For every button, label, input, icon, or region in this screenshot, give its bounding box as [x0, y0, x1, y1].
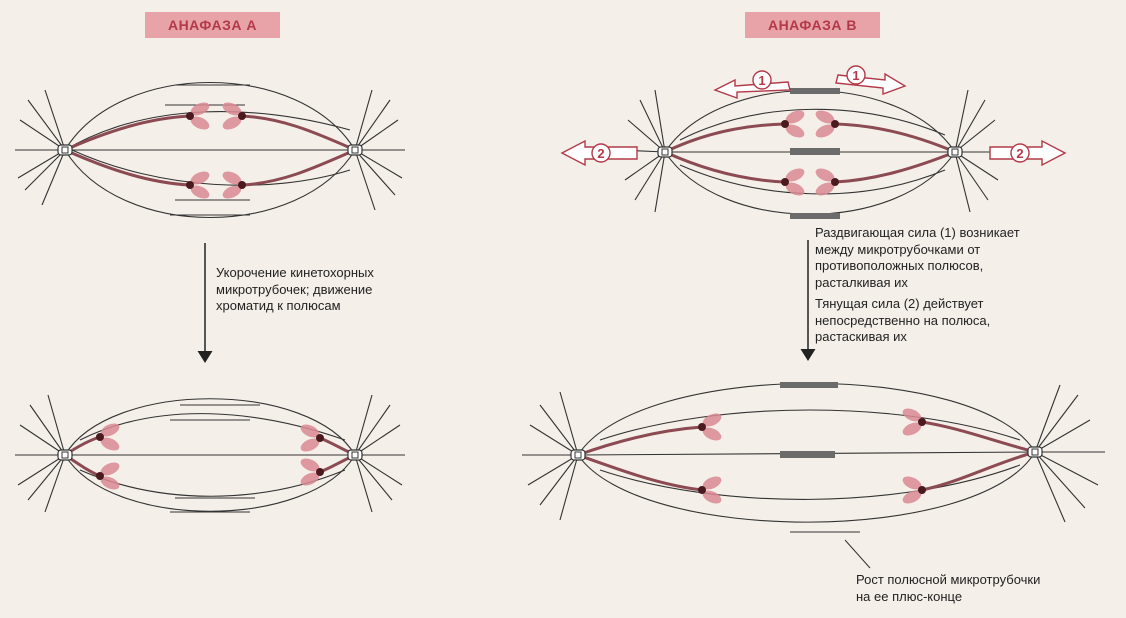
force-label-1: 1	[758, 73, 765, 88]
chromatid-icon	[96, 420, 122, 454]
overlap-zones-b-top	[790, 88, 840, 219]
overlap-zones-b-bottom	[780, 382, 838, 458]
kinetochore-microtubules-a-top	[64, 114, 356, 187]
chromatid-icon	[900, 405, 926, 439]
shortening-caption: Укорочение кинетохорных микротрубочек; д…	[216, 265, 374, 313]
kinetochore-microtubules-b-bottom	[577, 420, 1036, 492]
spindle-anaphase-a-top	[15, 81, 405, 219]
chromatid-icon	[813, 107, 839, 141]
spindle-anaphase-a-bottom	[15, 394, 405, 513]
sliding-force-caption: Раздвигающая сила (1) возникает между ми…	[815, 225, 1020, 290]
pulling-force-arrow-left: 2	[560, 139, 638, 167]
chromatid-icon	[781, 165, 807, 199]
pulling-force-arrow-right: 2	[989, 139, 1067, 167]
chromatid-icon	[698, 473, 724, 507]
chromatid-icon	[698, 410, 724, 444]
spindle-anaphase-b-bottom	[522, 382, 1105, 569]
centrosome-icon	[57, 144, 73, 156]
chromatid-icon	[298, 421, 324, 455]
sliding-force-arrow-right: 1	[835, 65, 907, 95]
centrosome-icon	[1027, 446, 1043, 458]
force-label-1: 1	[852, 68, 859, 83]
centrosome-icon	[657, 146, 673, 158]
centrosome-icon	[347, 449, 363, 461]
anaphase-a-title: АНАФАЗА А	[145, 12, 280, 38]
chromatid-icon	[781, 107, 807, 141]
centrosome-icon	[347, 144, 363, 156]
chromatid-icon	[298, 455, 324, 489]
chromatid-icon	[186, 168, 212, 202]
centrosome-icon	[570, 449, 586, 461]
pulling-force-caption: Тянущая сила (2) действует непосредствен…	[815, 296, 991, 344]
anaphase-b-title: АНАФАЗА В	[745, 12, 880, 38]
chromatid-icon	[900, 473, 926, 507]
pole-growth-caption: Рост полюсной микротрубочки на ее плюс-к…	[856, 572, 1041, 604]
centrosome-icon	[57, 449, 73, 461]
sliding-force-arrow-left: 1	[713, 70, 791, 99]
force-label-2: 2	[597, 146, 604, 161]
force-label-2: 2	[1016, 146, 1023, 161]
kinetochore-microtubules-b-top	[664, 122, 956, 184]
centrosome-icon	[947, 146, 963, 158]
